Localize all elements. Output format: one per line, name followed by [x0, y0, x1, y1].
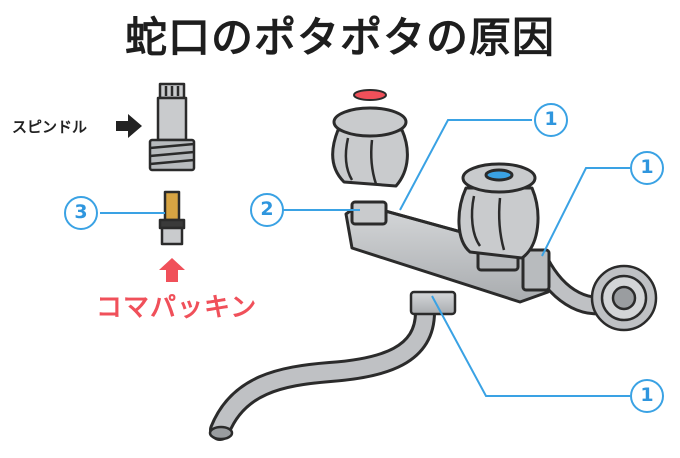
arrow-up-icon — [159, 258, 185, 282]
spindle-label: スピンドル — [12, 118, 88, 136]
callout-lines — [100, 119, 630, 397]
spout — [208, 301, 436, 441]
red-cap — [353, 89, 387, 101]
spindle — [148, 82, 196, 172]
washer-part — [158, 190, 186, 246]
callout-handle-top: 2 — [250, 193, 284, 227]
faucet-body — [344, 200, 551, 304]
spout-base-nut — [409, 290, 457, 316]
washer-label: コマパッキン — [96, 293, 258, 323]
page-title: 蛇口のポタポタの原因 — [124, 13, 555, 62]
right-handle — [457, 162, 540, 272]
arrow-right-icon — [116, 114, 142, 138]
removed-handle — [331, 106, 409, 188]
callout-handle-left: 1 — [534, 103, 568, 137]
callout-washer: 3 — [64, 196, 98, 230]
callout-spout-base: 1 — [630, 379, 664, 413]
wall-fitting — [530, 252, 658, 332]
callout-handle-right: 1 — [630, 151, 664, 185]
